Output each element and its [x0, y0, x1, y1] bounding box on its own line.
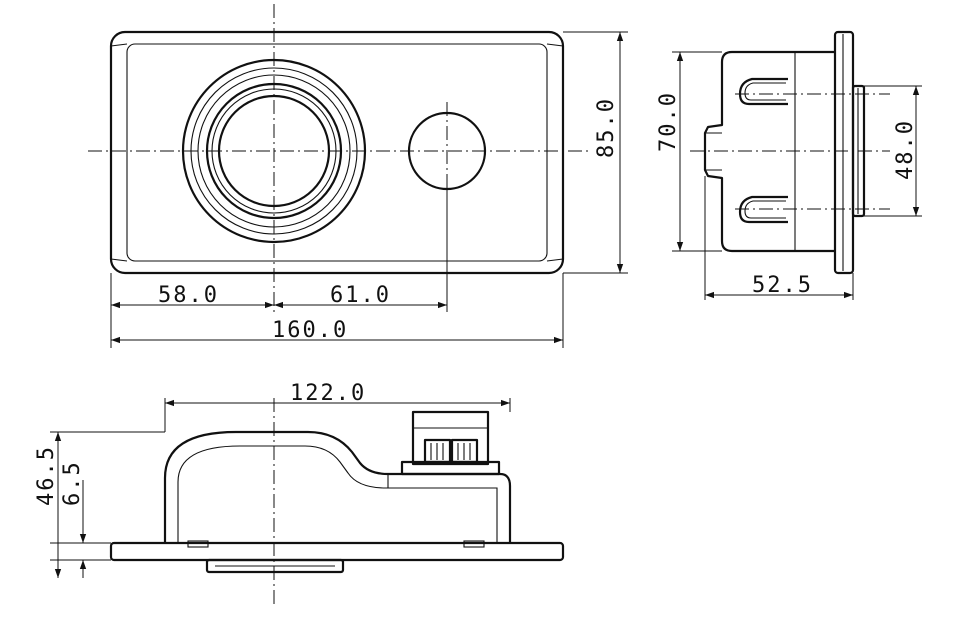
stud-left	[187, 540, 209, 548]
side-view: 70.0 48.0 52.5	[656, 30, 922, 300]
bottom-view: 122.0 46.5 6.5	[34, 381, 565, 605]
dim-label-122: 122.0	[290, 381, 366, 406]
connector-body	[411, 410, 490, 466]
dim-label-160: 160.0	[272, 318, 348, 343]
side-clip-bottom	[738, 195, 788, 224]
side-flange	[833, 30, 855, 275]
dim-label-48: 48.0	[893, 119, 918, 180]
dim-label-6-5: 6.5	[60, 460, 85, 506]
front-inner-outline	[126, 43, 548, 262]
dim-label-52-5: 52.5	[752, 273, 813, 298]
button-underside	[205, 558, 345, 574]
base-plate	[109, 541, 565, 562]
connector-pin-right	[450, 438, 479, 464]
side-body	[703, 50, 835, 253]
connector-pin-left	[423, 438, 452, 464]
dim-label-70: 70.0	[656, 91, 681, 152]
dim-label-58: 58.0	[158, 283, 219, 308]
dim-label-46-5: 46.5	[34, 445, 59, 506]
dim-label-61: 61.0	[330, 283, 391, 308]
corner-notch	[110, 43, 564, 262]
housing-outline	[163, 430, 512, 543]
stud-right	[463, 540, 485, 548]
dim-label-85: 85.0	[594, 97, 619, 158]
front-view: 58.0 61.0 160.0 85.0	[88, 4, 628, 348]
front-outer-outline	[109, 30, 565, 275]
